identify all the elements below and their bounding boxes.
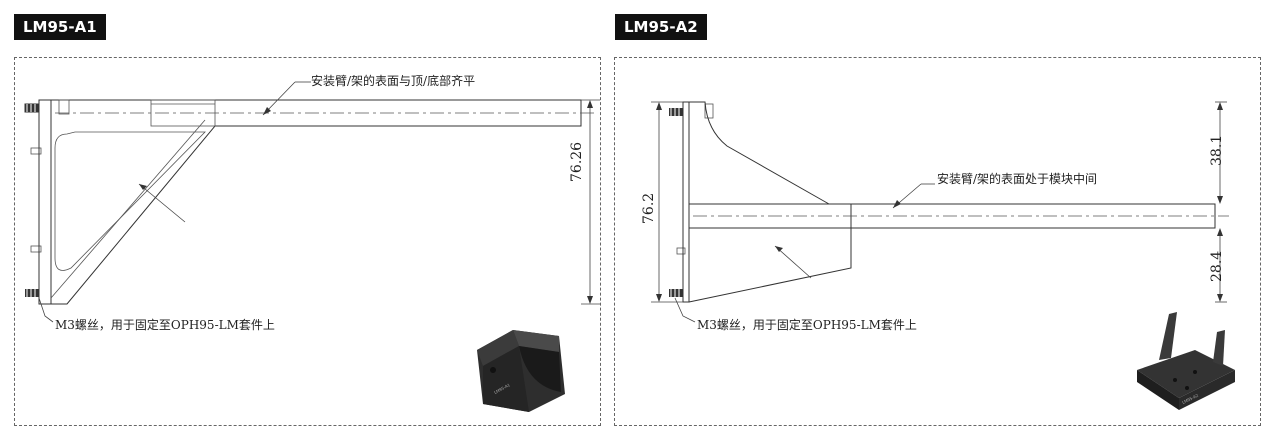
m3-screw-top (669, 108, 683, 116)
drawing-panel-lm95-a2: 安装臂/架的表面处于模块中间 76.2 38.1 28.4 M3螺丝，用于固定至… (614, 57, 1261, 426)
dimension-76-2 (651, 101, 683, 303)
dimension-28-4 (1215, 228, 1227, 303)
dimension-76-26 (581, 99, 600, 305)
dimension-38-1 (1215, 101, 1227, 204)
drawing-panel-lm95-a1: 安装臂/架的表面与顶/底部齐平 76.26 M3螺丝，用于固定至OPH95-LM… (14, 57, 601, 426)
note-center-surface: 安装臂/架的表面处于模块中间 (937, 172, 1098, 186)
note-m3-screw: M3螺丝，用于固定至OPH95-LM套件上 (55, 318, 275, 332)
model-tag-lm95-a1: LM95-A1 (14, 14, 106, 40)
technical-drawing-lm95-a2 (651, 101, 1229, 323)
m3-screw-bottom (25, 289, 39, 297)
model-tag-lm95-a2: LM95-A2 (615, 14, 707, 40)
note-flush-surface: 安装臂/架的表面与顶/底部齐平 (311, 74, 476, 88)
product-photo-lm95-a2: LM95-A2 (1137, 312, 1235, 410)
mount-body-outline (682, 101, 1216, 303)
product-photo-lm95-a1: LM95-A1 (477, 330, 565, 412)
technical-drawing-lm95-a1 (24, 81, 600, 323)
note-m3-screw: M3螺丝，用于固定至OPH95-LM套件上 (697, 318, 917, 332)
m3-screw-bottom (669, 289, 683, 297)
